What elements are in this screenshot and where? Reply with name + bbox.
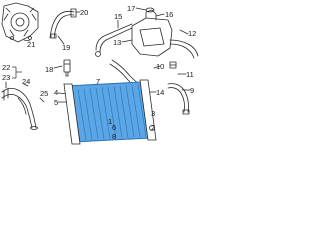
leader-17	[135, 7, 147, 11]
callout-1: 1	[108, 117, 113, 126]
bypass-hose	[95, 23, 133, 57]
leader-25	[39, 97, 45, 103]
leader-16	[155, 13, 165, 17]
callout-24: 24	[22, 77, 31, 86]
leader-13	[121, 39, 133, 43]
callout-6: 6	[112, 123, 117, 132]
leader-24	[23, 83, 29, 87]
water-pump-housing	[1, 2, 39, 43]
diagram-drawing	[1, 2, 199, 145]
callout-22: 22	[2, 63, 11, 72]
leader-18	[53, 65, 63, 69]
callout-10: 10	[156, 62, 165, 71]
callout-23: 23	[2, 73, 11, 82]
callout-18: 18	[45, 65, 54, 74]
lower-hose	[1, 87, 38, 130]
leader-10	[153, 65, 161, 69]
callout-2: 2	[151, 123, 156, 132]
callout-3: 3	[151, 109, 156, 118]
callout-12: 12	[188, 29, 197, 38]
callout-17: 17	[127, 4, 136, 13]
callout-13: 13	[113, 38, 122, 47]
callout-25: 25	[40, 89, 49, 98]
callout-14: 14	[156, 88, 165, 97]
leader-19	[57, 35, 65, 45]
parts-diagram: 1 2 3 4 5 6 7 8 9 10 11 12 13 14 15 16 1…	[0, 0, 200, 147]
callout-20: 20	[80, 8, 89, 17]
clip	[169, 61, 177, 69]
callout-15: 15	[114, 12, 123, 21]
radiator-core	[63, 79, 157, 145]
lower-radiator-hose	[167, 83, 190, 115]
callout-9: 9	[190, 86, 195, 95]
callout-19: 19	[62, 43, 71, 52]
sensor-fitting	[63, 59, 71, 77]
callout-5: 5	[54, 98, 59, 107]
callout-16: 16	[165, 10, 174, 19]
upper-hose	[49, 8, 77, 39]
callout-7: 7	[96, 77, 101, 86]
callout-8: 8	[112, 132, 117, 141]
leader-12	[179, 29, 189, 35]
callout-11: 11	[186, 70, 194, 79]
leader-21	[23, 39, 31, 42]
callout-4: 4	[54, 88, 59, 97]
reservoir-tank	[131, 7, 199, 59]
callout-21: 21	[27, 40, 36, 49]
